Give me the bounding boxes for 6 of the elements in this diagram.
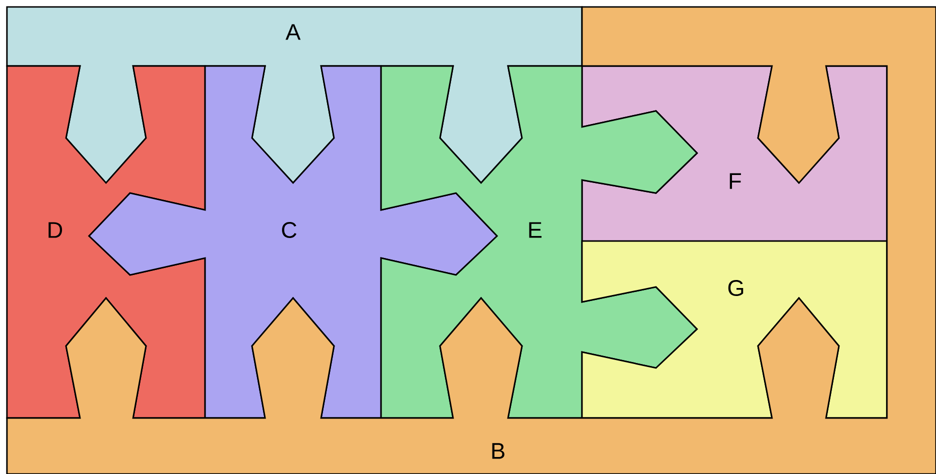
puzzle-region: E xyxy=(380,65,698,419)
puzzle-region: C xyxy=(88,65,498,419)
puzzle-region: F xyxy=(581,65,888,242)
puzzle-region: A xyxy=(6,6,583,184)
puzzle-region: G xyxy=(581,240,888,419)
puzzle-region: D xyxy=(6,65,206,419)
